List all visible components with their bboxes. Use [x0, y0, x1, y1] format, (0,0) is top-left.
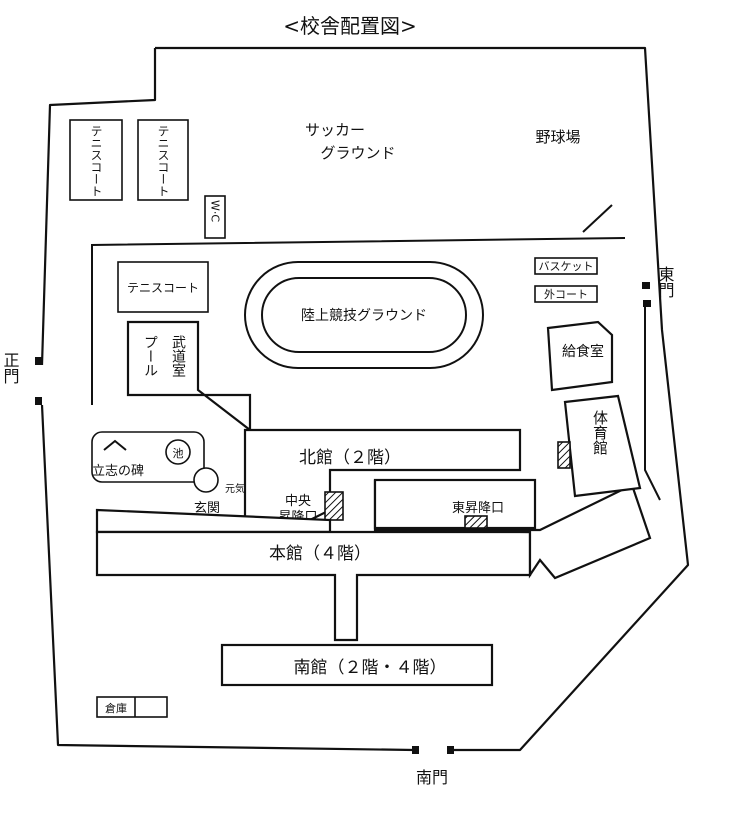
- tennis-court-2-label: テニスコート: [156, 125, 170, 197]
- pool-label: プール: [142, 335, 158, 377]
- baseball-field-label: 野球場: [535, 128, 580, 146]
- wc: W·C: [204, 195, 226, 239]
- tennis-court-3: テニスコート: [117, 261, 209, 313]
- gymnasium: 体育館: [557, 394, 642, 498]
- storage-label: 倉庫: [105, 701, 127, 715]
- pond-label: 池: [173, 447, 184, 460]
- basketball-court-label: バスケット: [539, 260, 594, 273]
- tennis-court-1: テニスコート: [69, 119, 123, 201]
- risshi-monument-area: 池 立志の碑: [91, 431, 205, 483]
- athletics-track: 陸上競技グラウンド: [244, 261, 484, 369]
- map-title: <校舎配置図>: [283, 14, 417, 38]
- east-wing: 東昇降口: [373, 478, 652, 580]
- baseball-backstop: [582, 204, 613, 233]
- pond-icon: [165, 439, 191, 465]
- basketball-court: バスケット: [534, 257, 598, 275]
- storage: 倉庫: [96, 696, 168, 718]
- central-entrance-label-1: 中央: [285, 494, 311, 509]
- monument-mark-icon: [103, 439, 127, 451]
- south-gate-label: 南門: [416, 768, 448, 787]
- outer-fence: [40, 46, 690, 752]
- east-gate-label: 東門: [656, 266, 675, 299]
- tennis-court-3-label: テニスコート: [127, 281, 199, 295]
- main-gate-label: 正門: [1, 352, 20, 385]
- south-wing-label: 南館（２階・４階）: [294, 658, 447, 678]
- soccer-ground-label-2: グラウンド: [320, 144, 395, 162]
- cafeteria: 給食室: [546, 320, 614, 392]
- soccer-ground-label-1: サッカー: [305, 121, 365, 139]
- south-gate: 南門: [412, 746, 454, 787]
- south-wing: 南館（２階・４階）: [220, 643, 494, 687]
- pool-budo-building: プール 武道室: [126, 320, 252, 433]
- north-wing-label: 北館（２階）: [299, 448, 401, 468]
- budo-room-label: 武道室: [170, 335, 186, 377]
- main-gate: 正門: [1, 352, 42, 405]
- risshi-monument-label: 立志の碑: [92, 463, 144, 479]
- main-wing-label: 本館（４階）: [269, 544, 371, 564]
- inner-fence: [91, 237, 661, 501]
- tennis-court-1-label: テニスコート: [89, 125, 103, 197]
- gymnasium-label: 体育館: [591, 410, 609, 455]
- tennis-court-2: テニスコート: [137, 119, 189, 201]
- east-gate: 東門: [642, 266, 675, 307]
- athletics-track-label: 陸上競技グラウンド: [301, 308, 427, 324]
- cafeteria-label: 給食室: [562, 343, 604, 360]
- east-entrance-label: 東昇降口: [452, 500, 504, 516]
- outdoor-court-label: 外コート: [544, 288, 588, 301]
- genki-monument-marker: [193, 467, 219, 493]
- wc-label: W·C: [209, 200, 222, 222]
- entrance-genkan-label: 玄関: [194, 501, 220, 516]
- outdoor-court: 外コート: [534, 285, 598, 303]
